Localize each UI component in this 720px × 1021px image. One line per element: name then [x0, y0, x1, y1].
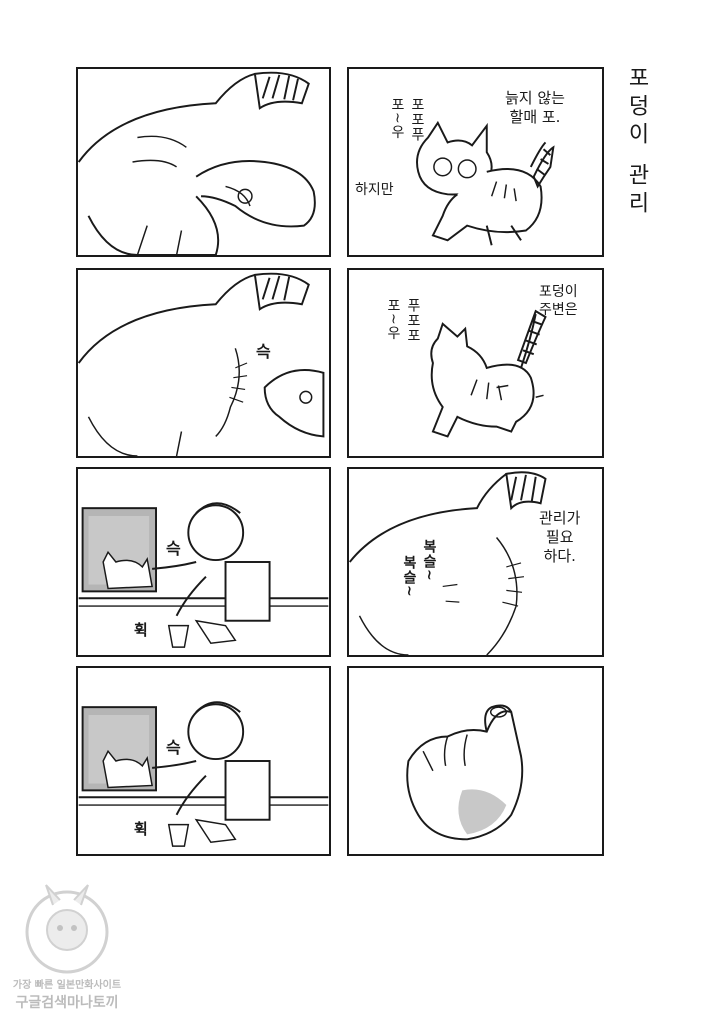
- site-watermark: 가장 빠른 일본만화사이트 구글검색마나토끼: [8, 880, 126, 1016]
- panel-3-rub-sfx: 슥: [256, 342, 271, 361]
- panel-3-art: [78, 272, 325, 456]
- page-title: 포덩이 관리: [624, 66, 649, 219]
- panel-7: 슥 휙: [76, 666, 331, 856]
- panel-1: [76, 67, 331, 257]
- panel-6-art: [349, 471, 547, 655]
- panel-3: 슥: [76, 268, 331, 458]
- watermark-line-2: 구글검색마나토끼: [15, 995, 119, 1011]
- panel-1-art: [78, 71, 316, 255]
- watermark-line-1: 가장 빠른 일본만화사이트: [12, 980, 122, 991]
- panel-4: 포덩이 주변은 푸포포 포~우: [347, 268, 604, 458]
- panel-5-move-sfx: 휙: [134, 621, 148, 639]
- panel-6-fluff-sfx-2: 복슬~: [401, 555, 417, 598]
- panel-6-fluff-sfx-1: 복슬~: [421, 539, 437, 582]
- panel-7-rub-sfx: 슥: [166, 738, 181, 757]
- mascot-logo-icon: [25, 884, 109, 974]
- panel-7-move-sfx: 휙: [134, 820, 148, 838]
- panel-5: 슥 휙: [76, 467, 331, 657]
- panel-2-purr-sfx: 포포푸 포~우: [389, 97, 425, 142]
- panel-8: [347, 666, 604, 856]
- panel-5-rub-sfx: 슥: [166, 539, 181, 558]
- panel-5-art: [78, 502, 329, 648]
- panel-4-art: [430, 309, 547, 438]
- panel-2-side-text: 하지만: [355, 182, 394, 198]
- panel-6-narration: 관리가 필요 하다.: [539, 509, 581, 565]
- panel-2-narration: 늙지 않는 할매 포.: [505, 89, 565, 126]
- panel-4-narration: 포덩이 주변은: [539, 284, 578, 318]
- panel-8-art: [406, 704, 524, 841]
- panel-2-art: [416, 120, 555, 246]
- panel-4-purr-sfx: 푸포포 포~우: [385, 298, 421, 343]
- panel-6: 관리가 필요 하다. 복슬~ 복슬~: [347, 467, 604, 657]
- panel-7-art: [78, 701, 329, 847]
- panel-2: 늙지 않는 할매 포. 포포푸 포~우 하지만: [347, 67, 604, 257]
